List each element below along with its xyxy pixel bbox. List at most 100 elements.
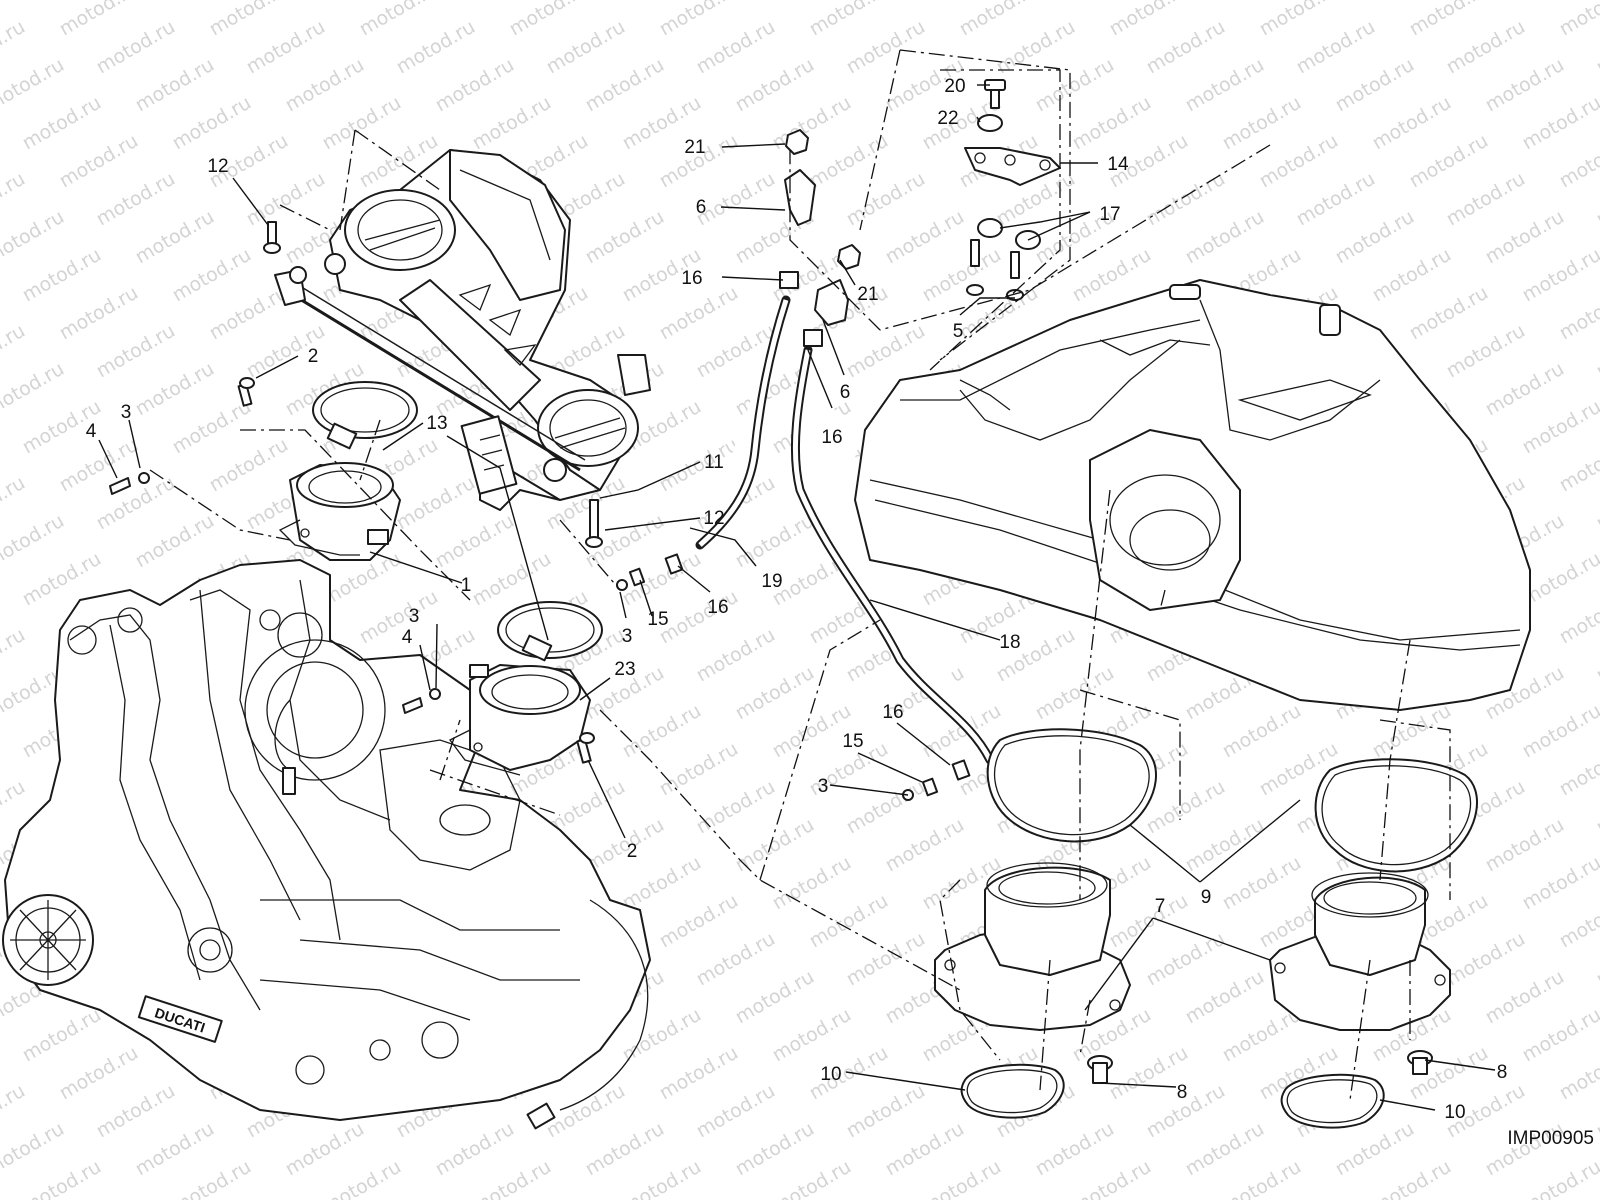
watermark-text: motod.ru: [1593, 320, 1600, 383]
watermark-text: motod.ru: [1556, 890, 1600, 953]
watermark-text: motod.ru: [1219, 1156, 1305, 1200]
watermark-text: motod.ru: [282, 54, 368, 117]
watermark-text: motod.ru: [843, 168, 929, 231]
watermark-text: motod.ru: [1556, 0, 1600, 40]
callout-2-upper: 2: [308, 346, 319, 367]
callout-9: 9: [1201, 887, 1212, 908]
watermark-text: motod.ru: [0, 320, 29, 383]
watermark-text: motod.ru: [1106, 0, 1192, 40]
watermark-text: motod.ru: [656, 0, 742, 40]
watermark-text: motod.ru: [619, 700, 705, 763]
watermark-text: motod.ru: [1593, 168, 1600, 231]
watermark-text: motod.ru: [1482, 358, 1568, 421]
callout-1: 1: [461, 575, 472, 596]
watermark-text: motod.ru: [132, 54, 218, 117]
watermark-text: motod.ru: [769, 1156, 855, 1200]
callout-12-lower: 12: [703, 508, 724, 529]
watermark-text: motod.ru: [506, 0, 592, 40]
callout-16-upper: 16: [681, 268, 702, 289]
watermark-text: motod.ru: [693, 928, 779, 991]
watermark-text: motod.ru: [206, 0, 292, 40]
watermark-text: motod.ru: [806, 0, 892, 40]
watermark-text: motod.ru: [806, 130, 892, 193]
callout-2-lower: 2: [627, 841, 638, 862]
callout-20: 20: [944, 76, 965, 97]
watermark-text: motod.ru: [1443, 928, 1529, 991]
callout-12-upper: 12: [207, 156, 228, 177]
watermark-text: motod.ru: [1032, 662, 1118, 725]
callout-16-center: 16: [707, 597, 728, 618]
watermark-text: motod.ru: [93, 472, 179, 535]
watermark-text: motod.ru: [956, 0, 1042, 40]
throttle-body: [263, 149, 651, 548]
watermark-text: motod.ru: [132, 1118, 218, 1181]
watermark-text: motod.ru: [769, 1004, 855, 1067]
intake-manifold-lower: [449, 664, 591, 776]
watermark-text: motod.ru: [1519, 244, 1600, 307]
watermark-text: motod.ru: [93, 168, 179, 231]
watermark-text: motod.ru: [56, 130, 142, 193]
watermark-text: motod.ru: [56, 1042, 142, 1105]
watermark-text: motod.ru: [1032, 1118, 1118, 1181]
watermark-text: motod.ru: [19, 1156, 105, 1200]
watermark-text: motod.ru: [1593, 624, 1600, 687]
watermark-text: motod.ru: [469, 92, 555, 155]
watermark-text: motod.ru: [19, 244, 105, 307]
callout-3-upper: 3: [121, 402, 132, 423]
watermark-text: motod.ru: [393, 472, 479, 535]
watermark-text: motod.ru: [1332, 206, 1418, 269]
watermark-text: motod.ru: [1593, 16, 1600, 79]
callout-3-center: 3: [622, 626, 633, 647]
callout-4-upper: 4: [86, 421, 97, 442]
watermark-text: motod.ru: [1293, 168, 1379, 231]
watermark-text: motod.ru: [1406, 130, 1492, 193]
watermark-text: motod.ru: [0, 1118, 68, 1181]
watermark-text: motod.ru: [169, 92, 255, 155]
watermark-text: motod.ru: [0, 510, 68, 573]
gasket-9-right: [1314, 758, 1478, 873]
watermark-text: motod.ru: [319, 1156, 405, 1200]
watermark-text: motod.ru: [1182, 966, 1268, 1029]
watermark-text: motod.ru: [1256, 130, 1342, 193]
watermark-text: motod.ru: [1443, 168, 1529, 231]
watermark-text: motod.ru: [1106, 890, 1192, 953]
callout-10-left: 10: [820, 1064, 841, 1085]
watermark-text: motod.ru: [656, 282, 742, 345]
pressure-sensors: [779, 129, 861, 347]
leader-lines: [98, 84, 1496, 1111]
watermark-text: motod.ru: [1519, 92, 1600, 155]
watermark-text: motod.ru: [1069, 92, 1155, 155]
watermark-text: motod.ru: [1556, 282, 1600, 345]
watermark-text: motod.ru: [1443, 16, 1529, 79]
airbox: [854, 279, 1531, 711]
callout-6-lower: 6: [840, 382, 851, 403]
callout-10-right: 10: [1444, 1102, 1465, 1123]
watermark-text: motod.ru: [843, 16, 929, 79]
callout-18: 18: [999, 632, 1020, 653]
watermark-text: motod.ru: [469, 548, 555, 611]
watermark-text: motod.ru: [0, 624, 29, 687]
watermark-text: motod.ru: [1593, 928, 1600, 991]
watermark-text: motod.ru: [56, 0, 142, 40]
engine-block: DUCATI: [2, 559, 651, 1130]
watermark-text: motod.ru: [1219, 92, 1305, 155]
watermark-text: motod.ru: [1182, 206, 1268, 269]
watermark-text: motod.ru: [732, 966, 818, 1029]
watermark-text: motod.ru: [1593, 776, 1600, 839]
watermark-text: motod.ru: [432, 1118, 518, 1181]
watermark-text: motod.ru: [93, 16, 179, 79]
watermark-text: motod.ru: [93, 320, 179, 383]
watermark-text: motod.ru: [169, 1156, 255, 1200]
callout-23: 23: [614, 659, 635, 680]
watermark-text: motod.ru: [1519, 700, 1600, 763]
watermark-text: motod.ru: [1556, 130, 1600, 193]
watermark-text: motod.ru: [732, 662, 818, 725]
watermark-text: motod.ru: [19, 1004, 105, 1067]
small-fasteners: [109, 377, 971, 801]
watermark-text: motod.ru: [0, 168, 29, 231]
watermark-text: motod.ru: [132, 358, 218, 421]
watermark-text: motod.ru: [169, 396, 255, 459]
watermark-text: motod.ru: [1293, 16, 1379, 79]
watermark-text: motod.ru: [1182, 54, 1268, 117]
watermark-text: motod.ru: [0, 16, 29, 79]
